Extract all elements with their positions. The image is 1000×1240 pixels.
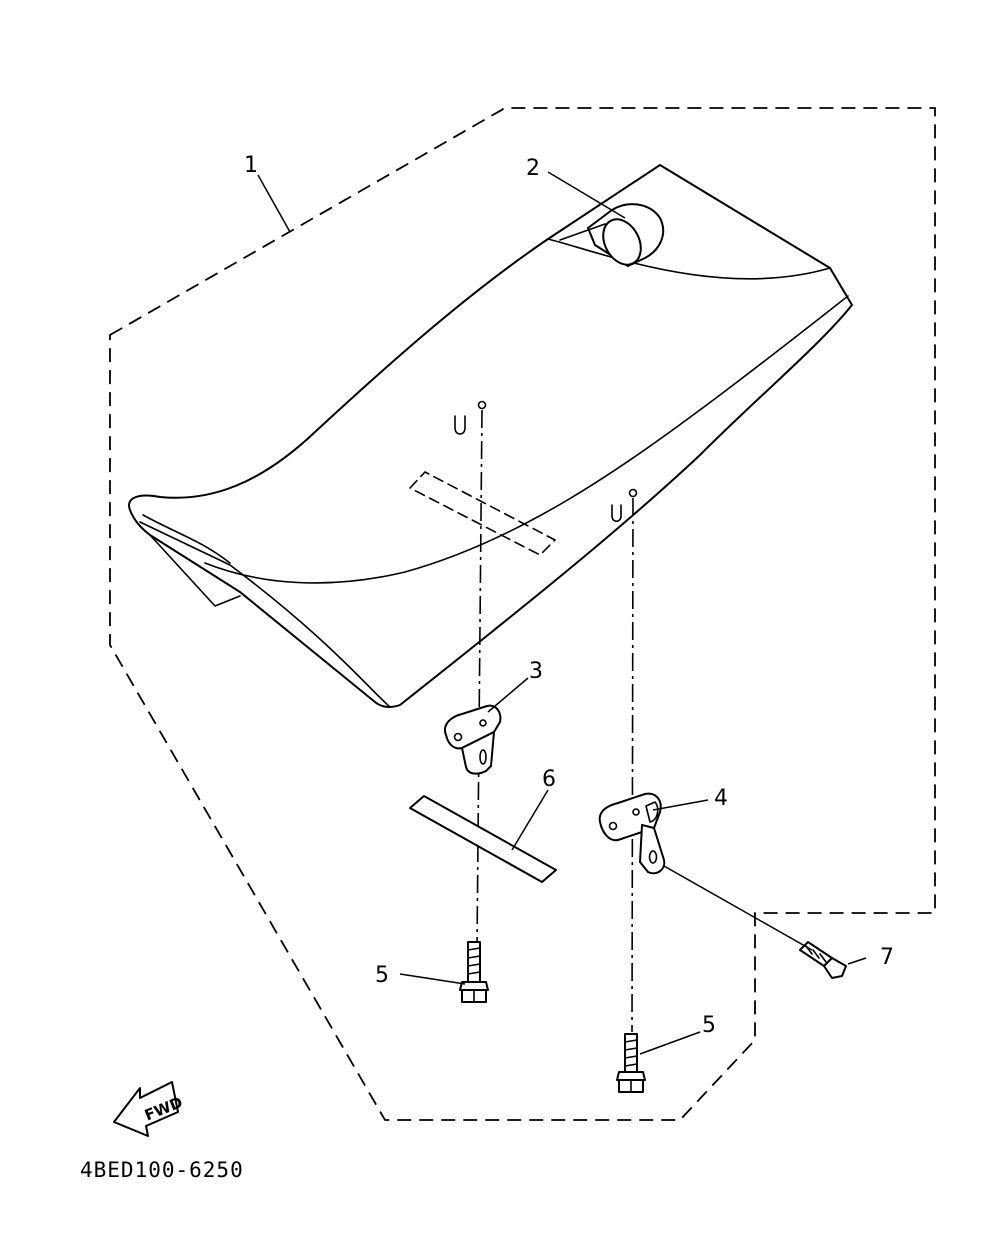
callout-4: 4 xyxy=(714,786,728,811)
bolt-right xyxy=(616,1033,646,1093)
forward-arrow-icon: FWD xyxy=(113,1081,185,1137)
diagram-code: 4BED100-6250 xyxy=(80,1158,244,1182)
assembly-boundary xyxy=(109,107,936,1121)
leader-5-left xyxy=(399,973,466,985)
callout-1: 1 xyxy=(244,153,258,178)
callout-3: 3 xyxy=(529,659,543,684)
front-bracket xyxy=(444,704,502,775)
callout-6: 6 xyxy=(542,767,556,792)
leader-4 xyxy=(652,799,709,811)
callout-5-right: 5 xyxy=(702,1013,716,1038)
leader-3 xyxy=(487,677,529,713)
leader-4-bolt7 xyxy=(663,865,813,951)
callout-5-left: 5 xyxy=(375,963,389,988)
leader-2 xyxy=(547,171,626,219)
callout-7: 7 xyxy=(880,945,894,970)
damper-strip xyxy=(409,795,557,883)
callout-2: 2 xyxy=(526,156,540,181)
seat-assembly xyxy=(128,164,853,708)
leader-5-right xyxy=(639,1031,701,1055)
leader-1 xyxy=(257,174,291,233)
bolt-left xyxy=(459,941,489,1003)
centerline-right xyxy=(631,497,634,1033)
leader-7 xyxy=(847,957,867,965)
centerline-left xyxy=(476,409,483,949)
rear-bracket xyxy=(598,792,666,875)
leader-6 xyxy=(511,789,549,851)
